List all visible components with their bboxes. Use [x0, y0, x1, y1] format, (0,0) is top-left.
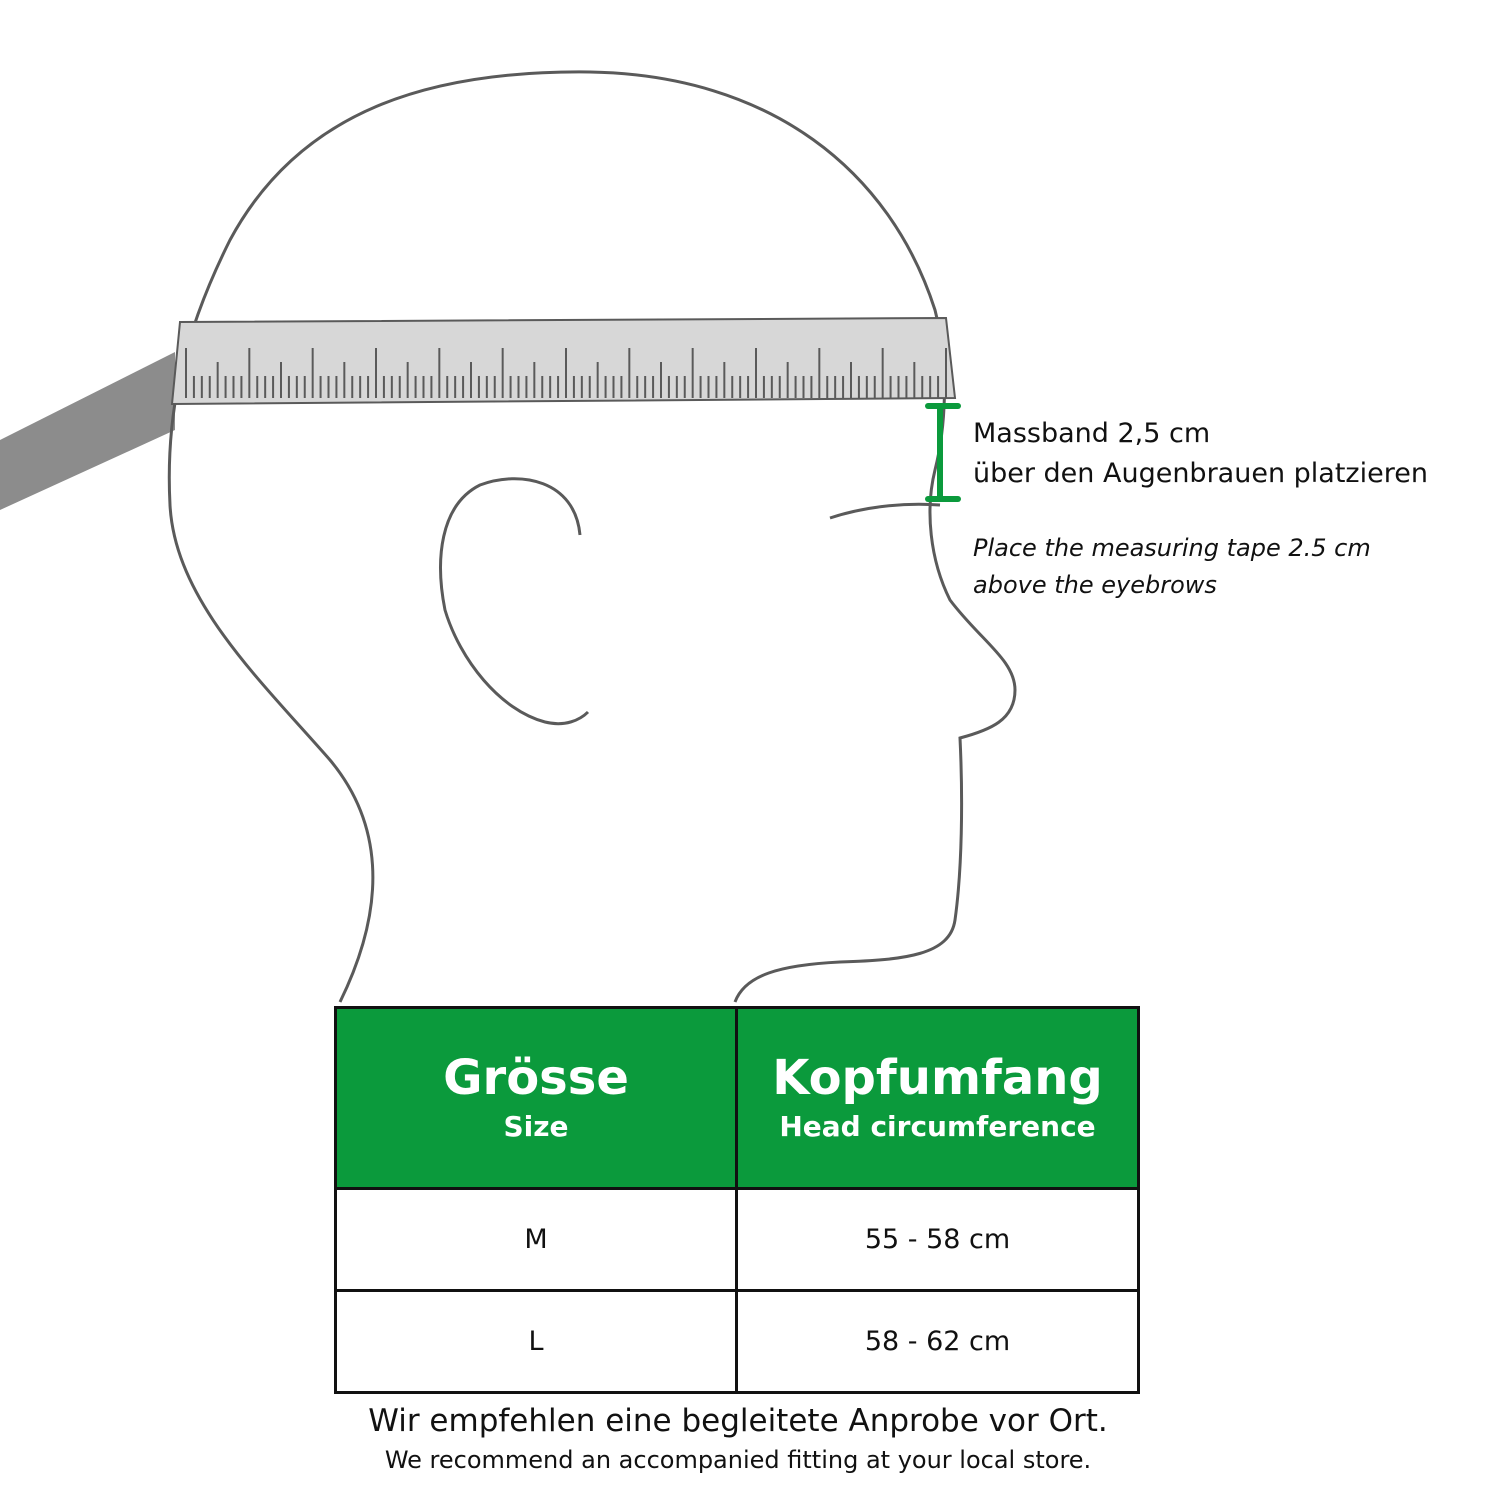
- tape-ticks: [185, 348, 947, 398]
- instruction-de: Massband 2,5 cm über den Augenbrauen pla…: [973, 418, 1428, 489]
- cell-size: L: [334, 1289, 738, 1394]
- table-row: L 58 - 62 cm: [334, 1289, 1140, 1394]
- distance-marker: [925, 403, 961, 502]
- table-header-row: Grösse Size Kopfumfang Head circumferenc…: [334, 1006, 1140, 1190]
- head-outline: [167, 70, 1017, 1003]
- cell-range: 58 - 62 cm: [735, 1289, 1140, 1394]
- cell-size: M: [334, 1187, 738, 1292]
- instruction-en: Place the measuring tape 2.5 cm above th…: [973, 534, 1371, 599]
- placement-instruction: Massband 2,5 cm über den Augenbrauen pla…: [973, 414, 1493, 604]
- recommendation-de: Wir empfehlen eine begleitete Anprobe vo…: [368, 1403, 1108, 1439]
- tape-strap: [0, 352, 175, 510]
- header-head-circumference: Kopfumfang Head circumference: [735, 1006, 1140, 1190]
- size-table: Grösse Size Kopfumfang Head circumferenc…: [334, 1006, 1140, 1394]
- ear: [439, 477, 590, 726]
- eyebrow: [829, 502, 941, 520]
- recommendation-en: We recommend an accompanied fitting at y…: [384, 1446, 1092, 1474]
- header-size: Grösse Size: [334, 1006, 738, 1190]
- cell-range: 55 - 58 cm: [735, 1187, 1140, 1292]
- head-profile-illustration: [0, 70, 1017, 1003]
- table-row: M 55 - 58 cm: [334, 1187, 1140, 1292]
- fitting-recommendation: Wir empfehlen eine begleitete Anprobe vo…: [0, 1400, 1476, 1478]
